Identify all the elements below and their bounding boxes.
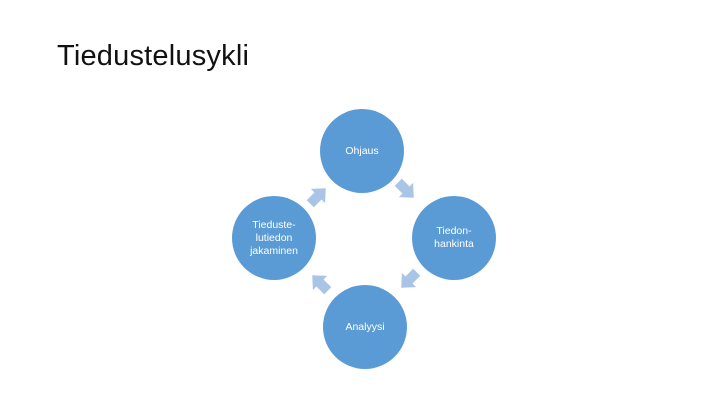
cycle-arrow-2-icon (401, 268, 421, 288)
cycle-node-tiedonhankinta: Tiedon- hankinta (412, 196, 496, 280)
cycle-node-jakaminen: Tieduste- lutiedon jakaminen (232, 196, 316, 280)
slide-title: Tiedustelusykli (57, 40, 250, 72)
node-label: Ohjaus (345, 144, 379, 157)
node-label: Tieduste- lutiedon jakaminen (250, 218, 298, 257)
node-label: Tiedon- hankinta (434, 225, 474, 250)
cycle-arrow-4-icon (306, 188, 326, 208)
cycle-arrow-1-icon (394, 178, 414, 198)
cycle-node-analyysi: Analyysi (323, 285, 407, 369)
node-label: Analyysi (345, 320, 385, 333)
cycle-arrow-3-icon (312, 275, 332, 295)
cycle-node-ohjaus: Ohjaus (320, 109, 404, 193)
